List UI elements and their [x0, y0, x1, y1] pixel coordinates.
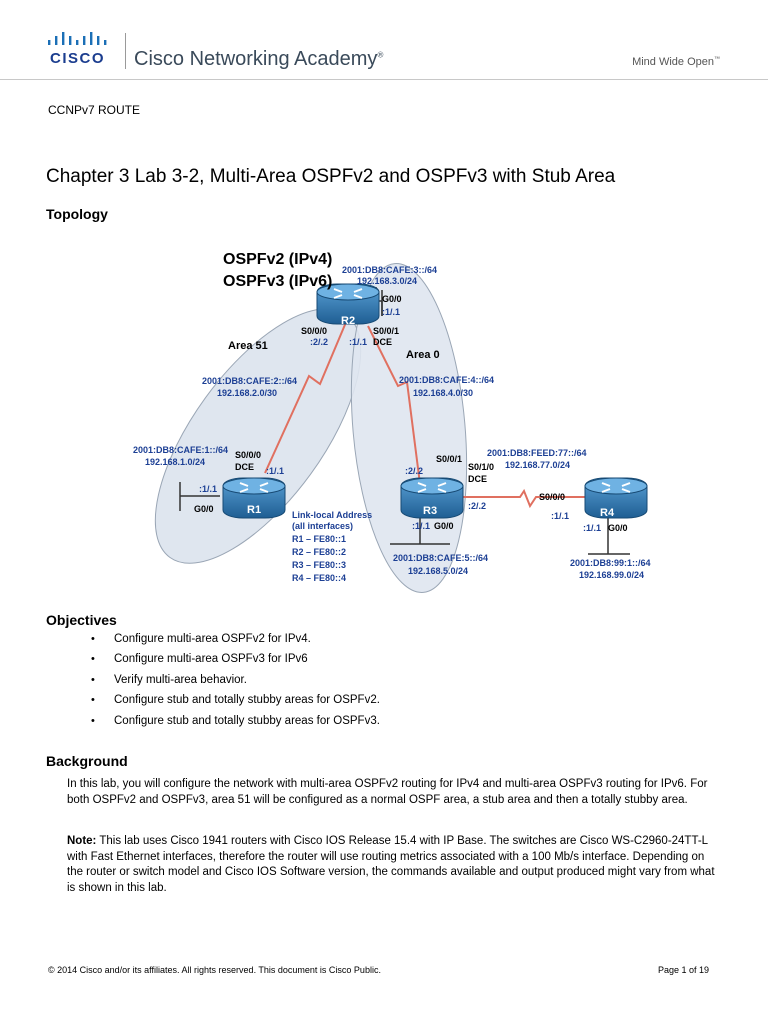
list-item: Configure stub and totally stubby areas …	[91, 715, 380, 735]
link-local-r2: R2 – FE80::2	[292, 547, 346, 557]
r3-lan-ipv4: 192.168.5.0/24	[408, 566, 468, 576]
r1-dce-label: DCE	[235, 462, 254, 472]
r1-s000-label: S0/0/0	[235, 450, 261, 460]
link-r2-r3-ipv6: 2001:DB8:CAFE:4::/64	[399, 375, 494, 385]
r2-g00-address: :1/.1	[382, 307, 400, 317]
router-r4-icon	[584, 477, 648, 519]
r4-lan-ipv4: 192.168.99.0/24	[579, 570, 644, 580]
r2-g00-label: G0/0	[382, 294, 402, 304]
topology-heading-ospfv3: OSPFv3 (IPv6)	[223, 273, 332, 290]
page-title: Chapter 3 Lab 3-2, Multi-Area OSPFv2 and…	[46, 166, 616, 187]
router-r2-label: R2	[341, 315, 355, 327]
list-item: Configure multi-area OSPFv2 for IPv4.	[91, 633, 380, 653]
r2-s001-address: :1/.1	[349, 337, 367, 347]
note-text: This lab uses Cisco 1941 routers with Ci…	[67, 835, 715, 894]
area-51-label: Area 51	[228, 340, 268, 352]
r3-s001-label: S0/0/1	[436, 454, 462, 464]
r1-lan-ipv6: 2001:DB8:CAFE:1::/64	[133, 445, 228, 455]
r2-dce-label: DCE	[373, 337, 392, 347]
tagline: Mind Wide Open™	[632, 56, 720, 68]
r4-lan-segment	[588, 512, 630, 555]
course-name: CCNPv7 ROUTE	[48, 103, 141, 117]
r3-s010-address: :2/.2	[468, 501, 486, 511]
topology-heading-ospfv2: OSPFv2 (IPv4)	[223, 251, 332, 268]
link-r1-r2-ipv4: 192.168.2.0/30	[217, 388, 277, 398]
r4-g00-label: G0/0	[608, 523, 628, 533]
serial-link-r3-r4	[458, 488, 588, 509]
r1-lan-segment	[179, 482, 220, 511]
r3-lan-ipv6: 2001:DB8:CAFE:5::/64	[393, 553, 488, 563]
topology-heading: Topology	[46, 206, 108, 222]
router-r2-icon	[316, 283, 380, 325]
r3-g00-address: :1/.1	[412, 521, 430, 531]
r4-g00-address: :1/.1	[583, 523, 601, 533]
router-r1-icon	[222, 477, 286, 519]
r3-g00-label: G0/0	[434, 521, 454, 531]
serial-link-r1-r2	[264, 307, 353, 474]
header-divider	[0, 79, 768, 80]
router-r1-label: R1	[247, 504, 261, 516]
r2-lan-ipv4: 192.168.3.0/24	[357, 276, 417, 286]
router-r4-label: R4	[600, 507, 615, 519]
r1-g00-label: G0/0	[194, 504, 214, 514]
r2-lan-ipv6: 2001:DB8:CAFE:3::/64	[342, 265, 437, 275]
footer-copyright: © 2014 Cisco and/or its affiliates. All …	[48, 965, 381, 975]
r1-lan-ipv4: 192.168.1.0/24	[145, 457, 205, 467]
link-r2-r3-ipv4: 192.168.4.0/30	[413, 388, 473, 398]
page-header: CISCO Cisco Networking Academy® Mind Wid…	[0, 0, 768, 80]
r1-s000-address: :1/.1	[266, 466, 284, 476]
brand-name: Cisco Networking Academy®	[134, 48, 384, 70]
logo-divider	[125, 33, 126, 69]
link-r1-r2-ipv6: 2001:DB8:CAFE:2::/64	[202, 376, 297, 386]
link-local-r1: R1 – FE80::1	[292, 534, 346, 544]
objectives-heading: Objectives	[46, 612, 117, 628]
background-paragraph: In this lab, you will configure the netw…	[67, 778, 708, 806]
link-local-r4: R4 – FE80::4	[292, 573, 346, 583]
list-item: Configure multi-area OSPFv3 for IPv6	[91, 653, 380, 673]
note-label: Note:	[67, 835, 97, 847]
list-item: Verify multi-area behavior.	[91, 674, 380, 694]
r4-s000-address: :1/.1	[551, 511, 569, 521]
list-item: Configure stub and totally stubby areas …	[91, 694, 380, 714]
cisco-logo-bars-icon	[48, 32, 107, 45]
cisco-logo-text: CISCO	[50, 50, 106, 67]
area-0-label: Area 0	[406, 349, 440, 361]
r4-lan-ipv6: 2001:DB8:99:1::/64	[570, 558, 651, 568]
topology-diagram: R2 R1 R3 R4 OSPFv2 (IPv4) OSPFv3 (IPv6) …	[133, 251, 651, 593]
r3-s010-label: S0/1/0	[468, 462, 494, 472]
link-r3-r4-ipv4: 192.168.77.0/24	[505, 460, 570, 470]
link-local-r3: R3 – FE80::3	[292, 560, 346, 570]
r2-s001-label: S0/0/1	[373, 326, 399, 336]
link-local-subtitle: (all interfaces)	[292, 521, 353, 531]
r3-s001-address: :2/.2	[405, 466, 423, 476]
router-r3-label: R3	[423, 505, 437, 517]
router-r3-icon	[400, 477, 464, 519]
footer-page-number: Page 1 of 19	[657, 965, 709, 975]
objectives-list: Configure multi-area OSPFv2 for IPv4. Co…	[91, 633, 380, 735]
serial-link-r2-r3	[367, 325, 421, 485]
r4-s000-label: S0/0/0	[539, 492, 565, 502]
link-local-title: Link-local Address	[292, 510, 372, 520]
link-r3-r4-ipv6: 2001:DB8:FEED:77::/64	[487, 448, 587, 458]
r2-s000-address: :2/.2	[310, 337, 328, 347]
r1-g00-address: :1/.1	[199, 484, 217, 494]
background-heading: Background	[46, 753, 128, 769]
r2-s000-label: S0/0/0	[301, 326, 327, 336]
note-paragraph: Note: This lab uses Cisco 1941 routers w…	[67, 834, 717, 896]
r3-dce-label: DCE	[468, 474, 487, 484]
